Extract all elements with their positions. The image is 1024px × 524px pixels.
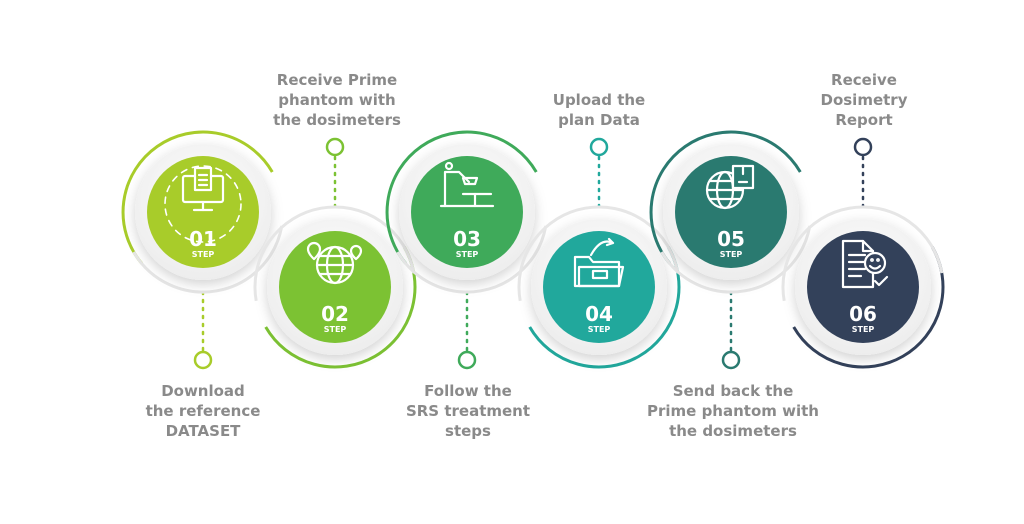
globe-location-icon [306, 241, 363, 285]
step-ring-arc-light [253, 205, 416, 302]
step-06-label: Receive Dosimetry Report [820, 71, 908, 129]
step-disc [675, 156, 787, 268]
step-number: 04 [585, 302, 613, 326]
step-disc [411, 156, 523, 268]
step-word: STEP [852, 325, 875, 334]
treatment-machine-icon [439, 161, 495, 208]
step-word: STEP [588, 325, 611, 334]
folder-upload-icon [573, 237, 625, 288]
step-01-label: Download the reference DATASET [145, 382, 261, 440]
step-connector [721, 290, 741, 370]
step-connector [853, 137, 873, 209]
step-word: STEP [456, 250, 479, 259]
step-ring-arc [264, 246, 417, 369]
step-word: STEP [720, 250, 743, 259]
step-02-label: Receive Prime phantom with the dosimeter… [273, 71, 401, 129]
step-ring-arc [528, 246, 681, 369]
step-ring-arc [792, 246, 945, 369]
step-number: 01 [189, 227, 217, 251]
step-ring-arc-light [396, 225, 548, 294]
step-word: STEP [192, 250, 215, 259]
step-03-label: Follow the SRS treatment steps [405, 382, 531, 440]
globe-package-icon [705, 164, 755, 210]
report-smiley-icon [841, 239, 889, 289]
step-ring-arc [385, 130, 538, 265]
step-ring-arc [649, 130, 802, 265]
step-connector [589, 137, 609, 209]
step-connector [325, 137, 345, 209]
step-number: 02 [321, 302, 349, 326]
step-disc [279, 231, 391, 343]
step-word: STEP [324, 325, 347, 334]
step-connector [457, 290, 477, 370]
step-number: 06 [849, 302, 877, 326]
step-ring-arc [121, 130, 274, 265]
step-ring-arc-light [132, 225, 284, 294]
step-04-label: Upload the plan Data [552, 91, 646, 129]
step-ring-arc-light [660, 225, 812, 294]
step-05-label: Send back the Prime phantom with the dos… [647, 382, 819, 440]
step-connector [193, 290, 213, 370]
step-disc [147, 156, 259, 268]
step-number: 03 [453, 227, 481, 251]
computer-document-icon [164, 165, 242, 243]
step-ring-arc-light [781, 205, 944, 302]
step-number: 05 [717, 227, 745, 251]
step-ring-arc-light [517, 205, 680, 302]
